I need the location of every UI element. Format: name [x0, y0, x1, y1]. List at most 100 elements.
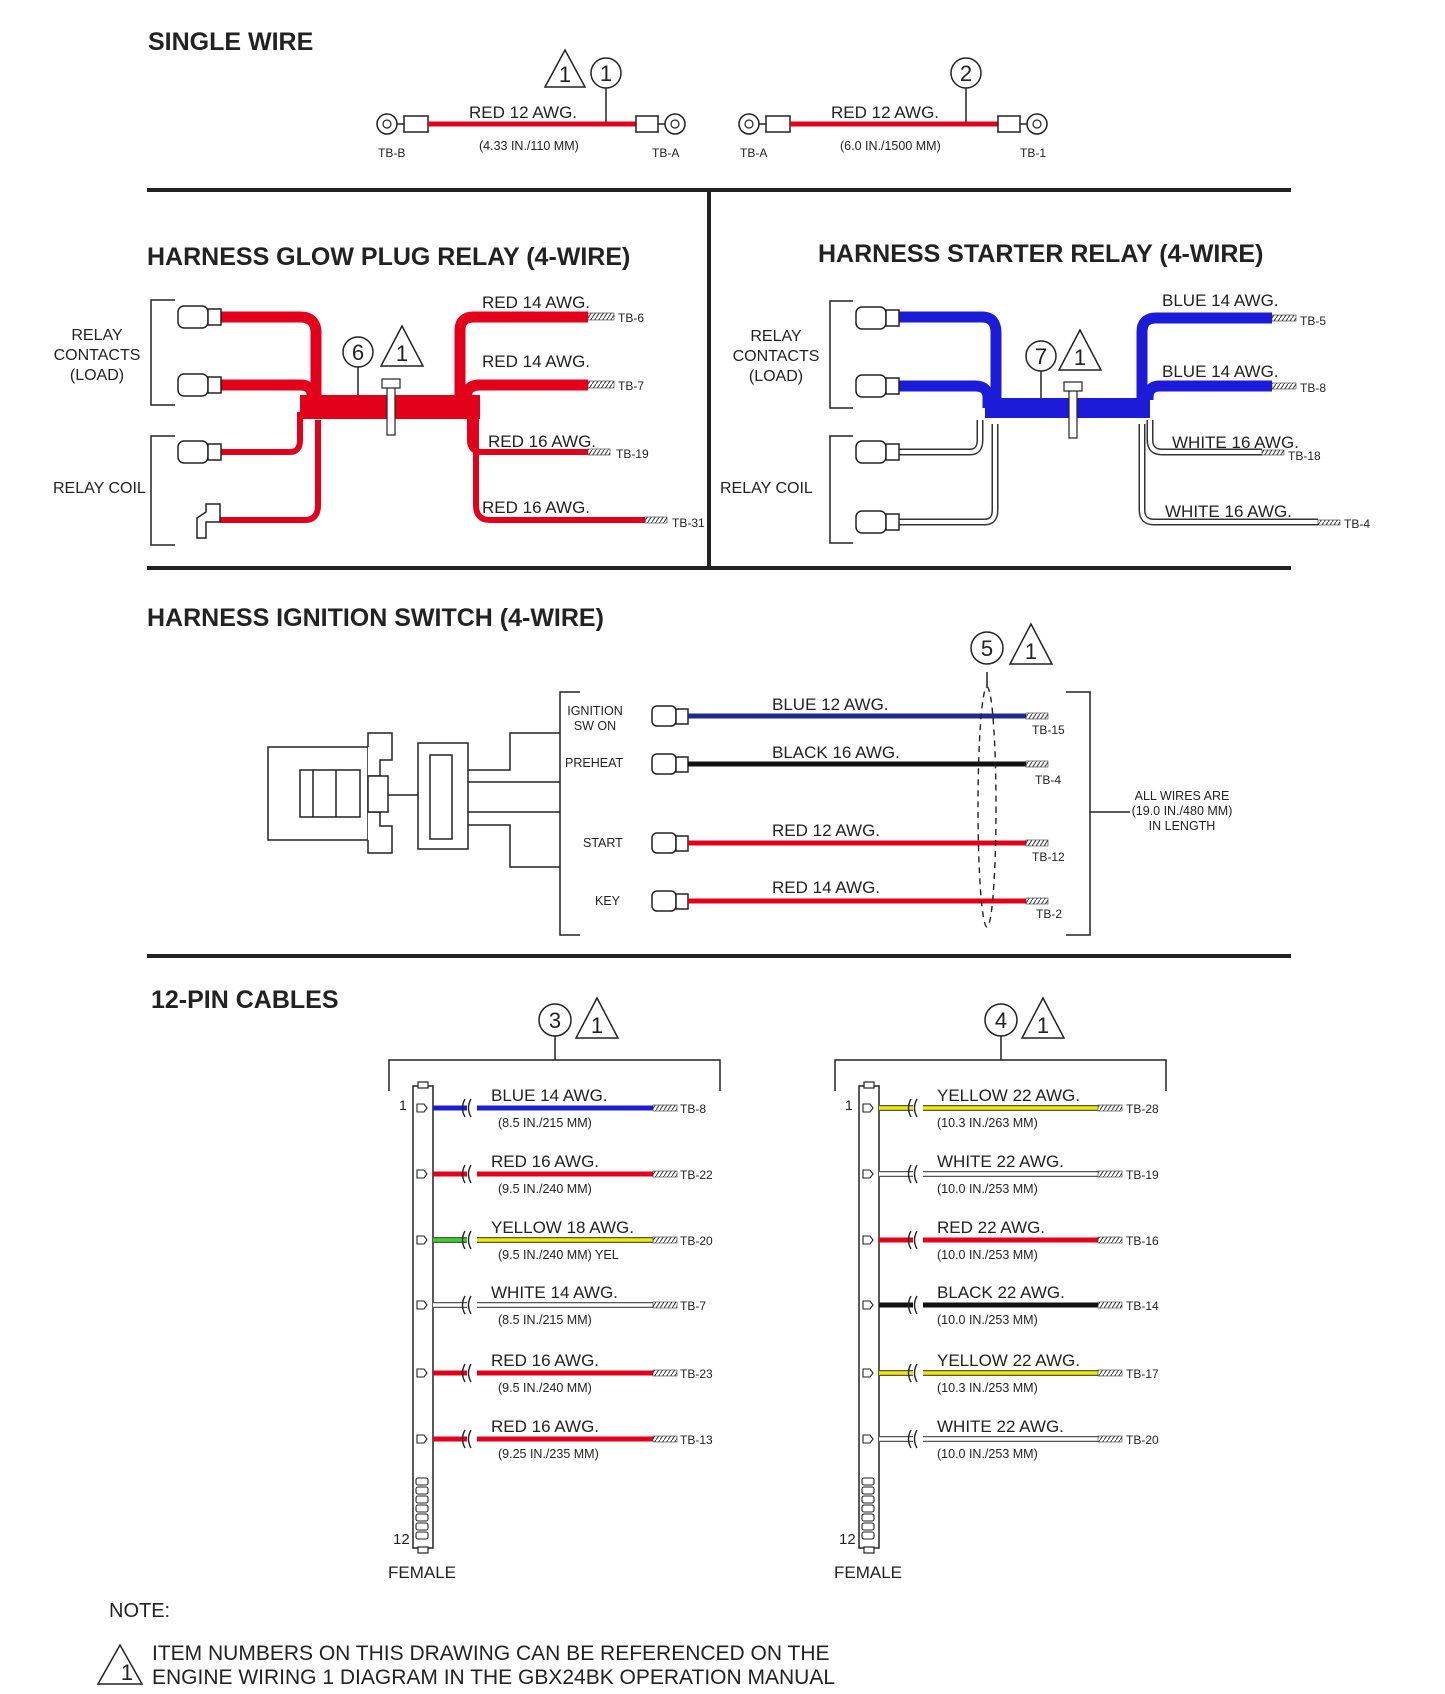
pin-cavity [861, 1522, 875, 1531]
wire-label: RED 22 AWG. [937, 1218, 1045, 1237]
pin-terminal [416, 1235, 428, 1245]
switch-position-label: SW ON [574, 719, 616, 733]
terminal-label: TB-19 [1126, 1168, 1159, 1182]
terminal-label: TB-20 [1126, 1433, 1159, 1447]
stripped-end [1097, 1236, 1123, 1244]
section-title-glow-plug: HARNESS GLOW PLUG RELAY (4-WIRE) [147, 243, 630, 271]
wire-label: BLACK 16 AWG. [772, 743, 900, 762]
break-mark [913, 1164, 918, 1184]
delta-flag-icon [1008, 622, 1054, 665]
wire-label: RED 16 AWG. [491, 1351, 599, 1370]
break-mark [907, 1363, 912, 1383]
pin-number-last: 12 [393, 1531, 410, 1548]
wire-length: (9.5 IN./240 MM) YEL [498, 1248, 619, 1262]
wire-label: BLACK 22 AWG. [937, 1283, 1065, 1302]
pin-cavity [861, 1531, 875, 1540]
relay-coil-label: RELAY COIL [720, 480, 813, 497]
pin-cavity [861, 1495, 875, 1504]
section-title-ignition: HARNESS IGNITION SWITCH (4-WIRE) [147, 604, 604, 632]
wire-label: RED 16 AWG. [491, 1152, 599, 1171]
wire-label: RED 16 AWG. [491, 1417, 599, 1436]
terminal-label: TB-15 [1032, 723, 1065, 737]
stripped-end [1097, 1369, 1123, 1377]
item-number: 6 [352, 340, 364, 365]
note-heading: NOTE: [109, 1600, 170, 1622]
length-note: ALL WIRES ARE [1135, 789, 1230, 803]
wire-label: BLUE 12 AWG. [772, 695, 889, 714]
wire-length: (9.5 IN./240 MM) [498, 1182, 592, 1196]
flag-number: 1 [1074, 345, 1086, 370]
terminal-label: TB-20 [680, 1234, 713, 1248]
wire-length: (9.25 IN./235 MM) [498, 1447, 599, 1461]
cable-wire: WHITE 22 AWG.(10.0 IN./253 MM)TB-19 [862, 1152, 1159, 1196]
delta-flag-icon [1020, 996, 1066, 1039]
break-mark [913, 1295, 918, 1315]
terminal-label: TB-7 [680, 1299, 706, 1313]
delta-flag-icon [1057, 328, 1103, 371]
relay-contacts-label: (LOAD) [749, 368, 803, 385]
pin-cavity [415, 1495, 429, 1504]
cable-wire: BLACK 22 AWG.(10.0 IN./253 MM)TB-14 [862, 1283, 1159, 1327]
flag-number: 1 [1025, 639, 1037, 664]
relay-contacts-label: (LOAD) [70, 367, 124, 384]
pin-terminal [862, 1235, 874, 1245]
flag-number: 1 [121, 1660, 133, 1685]
flag-number: 1 [559, 62, 571, 87]
break-mark [467, 1164, 472, 1184]
pin-cavity [415, 1486, 429, 1495]
wire-label: RED 14 AWG. [772, 878, 880, 897]
stripped-end [1097, 1170, 1123, 1178]
switch-position-label: PREHEAT [565, 756, 623, 770]
pin-terminal [416, 1368, 428, 1378]
relay-contacts-label: RELAY [71, 327, 123, 344]
pin-terminal [416, 1169, 428, 1179]
stripped-end [652, 1236, 678, 1244]
relay-coil-label: RELAY COIL [53, 480, 146, 497]
cable-wire: WHITE 22 AWG.(10.0 IN./253 MM)TB-20 [862, 1417, 1159, 1461]
break-mark [467, 1295, 472, 1315]
item-number: 1 [600, 61, 612, 86]
switch-position-label: KEY [595, 894, 621, 908]
terminal-label: TB-18 [1288, 449, 1321, 463]
stripped-end [652, 1301, 678, 1309]
connector-tab [863, 1081, 875, 1089]
wire-label: RED 12 AWG. [469, 103, 577, 122]
wire-length: (8.5 IN./215 MM) [498, 1116, 592, 1130]
pin-terminal [416, 1434, 428, 1444]
terminal-label: TB-5 [1300, 314, 1326, 328]
item-balloon-icon [538, 1003, 572, 1037]
relay-contacts-label: CONTACTS [54, 347, 141, 364]
terminal-label: TB-12 [1032, 850, 1065, 864]
ignition-harness: IGNITION SW ON PREHEAT START KEY 5 1 BLU… [267, 622, 1233, 936]
pin-terminal [862, 1434, 874, 1444]
cable-wire: YELLOW 22 AWG.(10.3 IN./263 MM)TB-28 [862, 1086, 1159, 1130]
wire-length: (8.5 IN./215 MM) [498, 1313, 592, 1327]
pin-terminal [862, 1169, 874, 1179]
break-mark [913, 1429, 918, 1449]
stripped-end [652, 1104, 678, 1112]
break-mark [467, 1098, 472, 1118]
stripped-end [1097, 1104, 1123, 1112]
wire-label: YELLOW 18 AWG. [491, 1218, 634, 1237]
wire-label: YELLOW 22 AWG. [937, 1351, 1080, 1370]
connector-tab [417, 1081, 429, 1089]
pin-number-first: 1 [845, 1097, 853, 1113]
item-balloon-icon [984, 1003, 1018, 1037]
terminal-label: TB-4 [1035, 773, 1061, 787]
note-line: ITEM NUMBERS ON THIS DRAWING CAN BE REFE… [152, 1642, 830, 1665]
terminal-label: TB-8 [1300, 381, 1326, 395]
flag-number: 1 [1037, 1013, 1049, 1038]
pin-cavity [861, 1477, 875, 1486]
wire-label: RED 12 AWG. [772, 821, 880, 840]
length-note: (19.0 IN./480 MM) [1132, 804, 1233, 818]
terminal-label: TB-31 [672, 516, 705, 530]
terminal-label: TB-17 [1126, 1367, 1159, 1381]
pin-terminal [862, 1103, 874, 1113]
single-wire-2: 2 RED 12 AWG. (6.0 IN./1500 MM) TB-A TB-… [738, 57, 1048, 160]
switch-position-label: IGNITION [567, 704, 623, 718]
stripped-end [652, 1170, 678, 1178]
wire-label: YELLOW 22 AWG. [937, 1086, 1080, 1105]
break-mark [467, 1230, 472, 1250]
